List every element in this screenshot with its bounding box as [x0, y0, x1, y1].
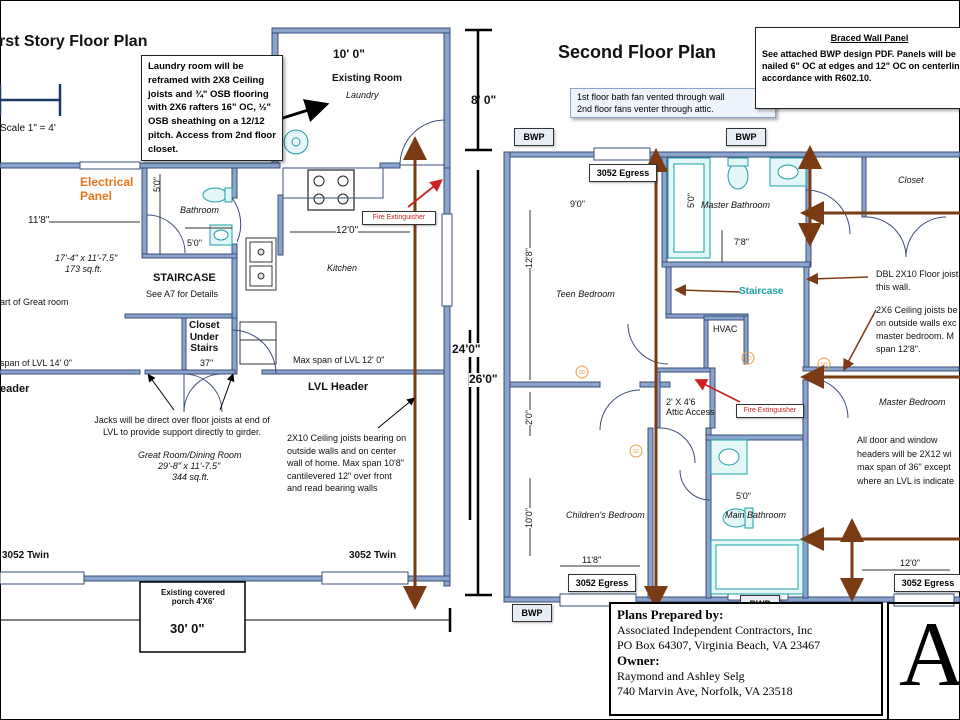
dim-bath-5-0: 5'0" [187, 238, 202, 248]
master-bathroom-label: Master Bathroom [701, 200, 771, 210]
owner-name: Raymond and Ashley Selg [617, 669, 745, 683]
great-room-sqft: 173 sq.ft. [65, 264, 103, 274]
header-left-label: eader [0, 383, 30, 395]
dim-10-0: 10'0" [524, 508, 535, 528]
egress-bottom-left: 3052 Egress [568, 574, 636, 592]
dim-26-0: 26'0" [469, 372, 498, 387]
fan-vent-note: 1st floor bath fan vented through wall 2… [570, 88, 776, 119]
prepared-by-label: Plans Prepared by: [617, 607, 724, 622]
braced-wall-text: See attached BWP design PDF. Panels will… [762, 49, 960, 84]
staircase-note: See A7 for Details [146, 289, 219, 299]
dim-7-8: 7'8" [734, 237, 749, 247]
first-floor-title: rst Story Floor Plan [0, 33, 148, 50]
smoke-detector-label: SD [745, 356, 752, 362]
owner-address: 740 Marvin Ave, Norfolk, VA 23518 [617, 684, 793, 698]
laundry-label: Laundry [346, 90, 379, 100]
dim-11-8-second: 11'8" [582, 555, 602, 565]
fan-vent-note-2: 2nd floor fans venter through attic. [577, 104, 714, 115]
closet-under-stairs-label: Closet Under Stairs [189, 320, 220, 354]
dim-11-8: 11'8" [28, 215, 50, 227]
porch-label: Existing covered porch 4'X6' [160, 588, 226, 607]
bwp-tag-2: BWP [726, 128, 766, 146]
dim-2-0: 2'0" [524, 410, 535, 425]
great-dining-sqft: 344 sq.ft. [172, 472, 210, 482]
laundry-note: Laundry room will be reframed with 2X8 C… [141, 55, 283, 162]
dim-12-8: 12'8" [524, 248, 535, 268]
owner-label: Owner: [617, 653, 660, 668]
dim-30-0: 30' 0" [170, 621, 205, 636]
bwp-tag-1: BWP [514, 128, 554, 146]
electrical-panel-label: Electrical Panel [80, 175, 134, 203]
dim-9-0: 9'0" [570, 199, 585, 209]
dim-bath-5-0-vertical: 5'0" [152, 177, 162, 192]
main-bath-dim-5-0: 5'0" [736, 491, 751, 501]
braced-wall-title: Braced Wall Panel [830, 33, 909, 43]
lvl-header-label: LVL Header [308, 381, 369, 393]
dim-12-0-second: 12'0" [900, 558, 920, 568]
smoke-detector-label: SD [821, 362, 828, 368]
fire-extinguisher-tag-second: Fire Extinguisher [736, 404, 804, 418]
ceiling-joist-note-second: 2X6 Ceiling joists be on outside walls e… [876, 305, 958, 355]
existing-room-label: Existing Room [332, 73, 403, 84]
bathroom-label: Bathroom [180, 205, 220, 215]
childrens-bedroom-label: Children's Bedroom [566, 510, 645, 520]
bwp-tag-3: BWP [512, 604, 552, 622]
company-address: PO Box 64307, Virginia Beach, VA 23467 [617, 638, 821, 652]
ceiling-joist-note-first: 2X10 Ceiling joists bearing on outside w… [287, 433, 407, 494]
attic-access-label: 2' X 4'6 Attic Access [666, 397, 715, 418]
braced-wall-panel-note: Braced Wall Panel See attached BWP desig… [755, 27, 960, 109]
staircase-label: STAIRCASE [153, 272, 216, 284]
second-floor-fixtures [667, 157, 807, 595]
title-block: Plans Prepared by: Associated Independen… [609, 602, 883, 716]
smoke-detector-label: SD [633, 449, 640, 455]
kitchen-label: Kitchen [327, 263, 358, 273]
lvl-span-left: span of LVL 14' 0" [0, 358, 72, 368]
fire-extinguisher-tag-first: Fire Extinguisher [362, 211, 436, 225]
dim-24-0: 24'0" [452, 342, 481, 357]
staircase-label-second: Staircase [739, 286, 784, 297]
dbl-joist-note: DBL 2X10 Floor joist this wall. [876, 269, 959, 293]
window-3052-twin-left: 3052 Twin [2, 550, 50, 561]
teen-bedroom-label: Teen Bedroom [556, 289, 615, 299]
lvl-span-right: Max span of LVL 12' 0" [293, 355, 385, 365]
fan-vent-note-1: 1st floor bath fan vented through wall [577, 92, 725, 102]
sheet-number-box: A [887, 602, 960, 720]
part-of-great-room: art of Great room [0, 297, 69, 307]
first-floor-fixtures [202, 129, 384, 365]
egress-top: 3052 Egress [589, 164, 657, 182]
jacks-note: Jacks will be direct over floor joists a… [94, 415, 270, 438]
master-bedroom-label: Master Bedroom [879, 397, 946, 407]
great-dining-size: 29'-8" x 11'-7.5" [158, 461, 221, 471]
great-dining-label: Great Room/Dining Room [138, 450, 242, 460]
main-bathroom-label: Main Bathroom [725, 510, 787, 520]
smoke-detector-label: SD [579, 370, 586, 376]
dim-37: 37" [200, 358, 214, 368]
egress-bottom-right: 3052 Egress [894, 574, 960, 592]
closet-label: Closet [898, 175, 924, 185]
dim-8-0: 8' 0" [471, 93, 497, 107]
second-floor-title: Second Floor Plan [558, 42, 717, 62]
window-3052-twin-right: 3052 Twin [349, 550, 397, 561]
hvac-label: HVAC [713, 324, 738, 334]
great-room-size: 17'-4" x 11'-7.5" [55, 253, 118, 263]
dim-12-0: 12'0" [336, 225, 359, 237]
master-bath-dim-5-0: 5'0" [686, 193, 696, 208]
header-note: All door and window headers will be 2X12… [857, 435, 955, 486]
scale-label: Scale 1" = 4' [0, 123, 56, 134]
dim-laundry-width: 10' 0" [333, 47, 365, 61]
sheet-number: A [899, 603, 960, 705]
company-name: Associated Independent Contractors, Inc [617, 623, 813, 637]
